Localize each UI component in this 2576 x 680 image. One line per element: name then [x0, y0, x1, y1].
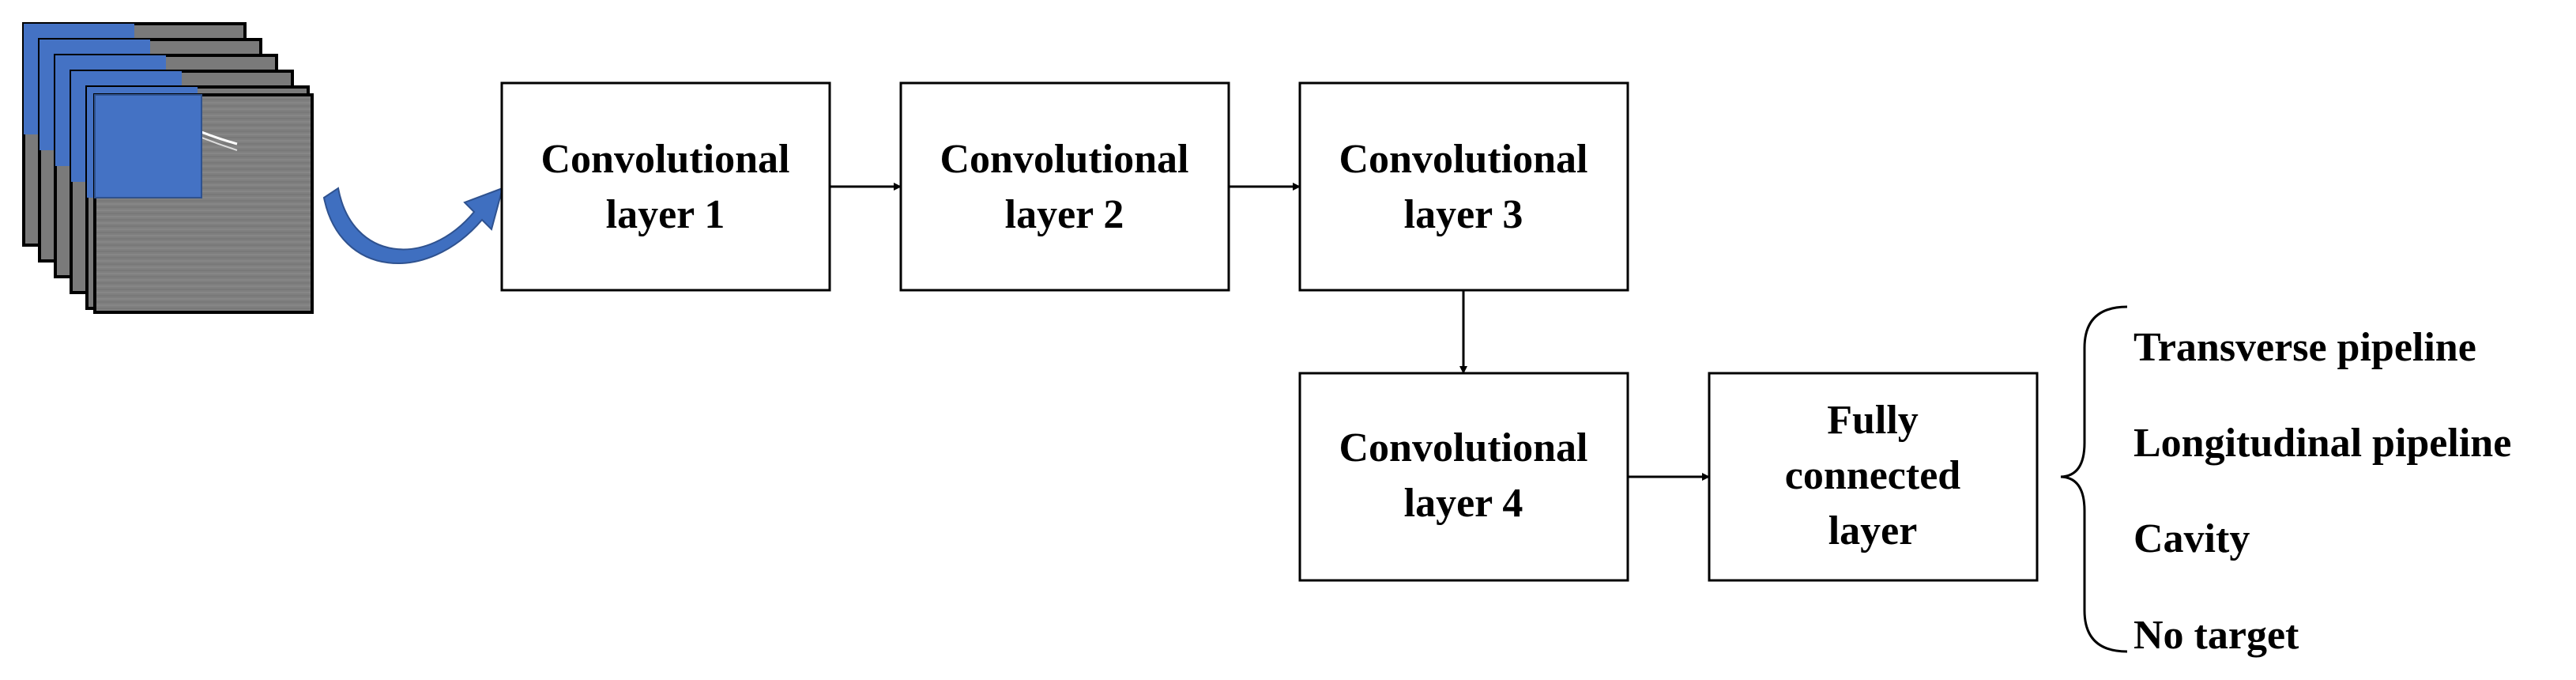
layer-box-conv4: Convolutional layer 4	[1298, 372, 1629, 582]
layer-label-line: layer 3	[1404, 192, 1523, 237]
output-brace	[2060, 305, 2128, 653]
class-label-longitudinal-pipeline: Longitudinal pipeline	[2133, 421, 2511, 466]
layer-box-fully-connected: Fully connected layer	[1708, 372, 2039, 582]
layer-label-line: Convolutional	[940, 137, 1189, 182]
input-frame-front	[93, 93, 314, 314]
layer-label-line: layer 1	[606, 192, 725, 237]
class-label-transverse-pipeline: Transverse pipeline	[2133, 325, 2476, 370]
layer-label-line: layer 2	[1005, 192, 1124, 237]
layer-label-line: Fully	[1827, 398, 1919, 443]
layer-box-conv3: Convolutional layer 3	[1298, 81, 1629, 292]
layer-label-line: layer 4	[1404, 481, 1523, 526]
input-image-stack	[22, 22, 314, 314]
layer-box-conv2: Convolutional layer 2	[899, 81, 1230, 292]
class-label-no-target: No target	[2133, 613, 2299, 658]
layer-label-line: layer	[1828, 508, 1918, 553]
class-label-cavity: Cavity	[2133, 516, 2250, 561]
layer-label-line: Convolutional	[1339, 425, 1588, 470]
layer-label-line: connected	[1785, 453, 1960, 498]
layer-label-line: Convolutional	[1339, 137, 1588, 182]
input-arrow	[322, 187, 504, 264]
layer-label-line: Convolutional	[541, 137, 790, 182]
layer-box-conv1: Convolutional layer 1	[500, 81, 831, 292]
